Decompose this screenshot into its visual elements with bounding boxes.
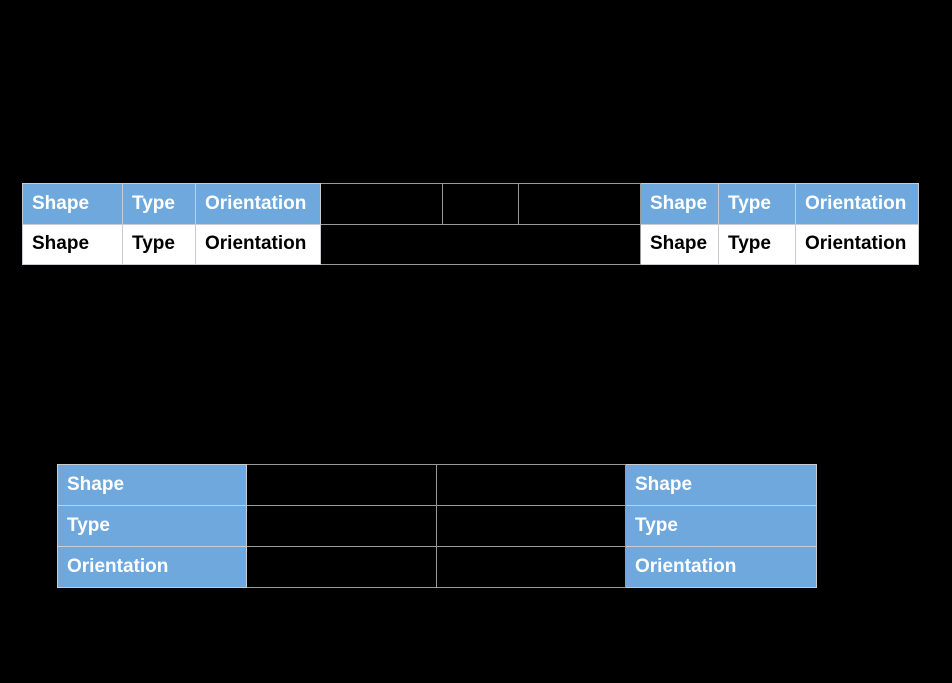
table2-shape-answer-cell-1[interactable] bbox=[246, 464, 437, 506]
table1-header-empty-cell-1[interactable] bbox=[320, 183, 443, 225]
table1-body-type-right: Type bbox=[718, 224, 796, 265]
table2-shape-answer-cell-2[interactable] bbox=[436, 464, 626, 506]
table1-body-shape-left: Shape bbox=[22, 224, 123, 265]
table1-body-type-left: Type bbox=[122, 224, 196, 265]
table-vertical: Shape Shape Type Type Orientation Orient… bbox=[57, 464, 817, 588]
table1-header-orientation-right: Orientation bbox=[795, 183, 919, 225]
table1-header-type-right: Type bbox=[718, 183, 796, 225]
table2-label-type-right: Type bbox=[625, 505, 817, 547]
table2-row-orientation: Orientation Orientation bbox=[57, 546, 817, 588]
table2-row-shape: Shape Shape bbox=[57, 464, 817, 506]
table2-label-shape-right: Shape bbox=[625, 464, 817, 506]
table2-row-type: Type Type bbox=[57, 505, 817, 547]
table1-header-row: Shape Type Orientation Shape Type Orient… bbox=[22, 183, 919, 225]
table2-type-answer-cell-2[interactable] bbox=[436, 505, 626, 547]
table2-label-shape-left: Shape bbox=[57, 464, 247, 506]
table1-header-orientation-left: Orientation bbox=[195, 183, 321, 225]
table-horizontal: Shape Type Orientation Shape Type Orient… bbox=[22, 183, 919, 265]
table2-orientation-answer-cell-2[interactable] bbox=[436, 546, 626, 588]
table1-header-empty-cell-3[interactable] bbox=[518, 183, 641, 225]
table1-body-row: Shape Type Orientation Shape Type Orient… bbox=[22, 224, 919, 265]
table1-header-empty-cell-2[interactable] bbox=[442, 183, 519, 225]
table1-header-shape-right: Shape bbox=[640, 183, 719, 225]
table1-body-orientation-left: Orientation bbox=[195, 224, 321, 265]
table1-body-empty-cell[interactable] bbox=[320, 224, 641, 265]
table2-orientation-answer-cell-1[interactable] bbox=[246, 546, 437, 588]
table1-header-type-left: Type bbox=[122, 183, 196, 225]
table1-body-shape-right: Shape bbox=[640, 224, 719, 265]
table1-body-orientation-right: Orientation bbox=[795, 224, 919, 265]
table1-header-shape-left: Shape bbox=[22, 183, 123, 225]
table2-label-orientation-right: Orientation bbox=[625, 546, 817, 588]
table2-label-type-left: Type bbox=[57, 505, 247, 547]
table2-label-orientation-left: Orientation bbox=[57, 546, 247, 588]
table2-type-answer-cell-1[interactable] bbox=[246, 505, 437, 547]
